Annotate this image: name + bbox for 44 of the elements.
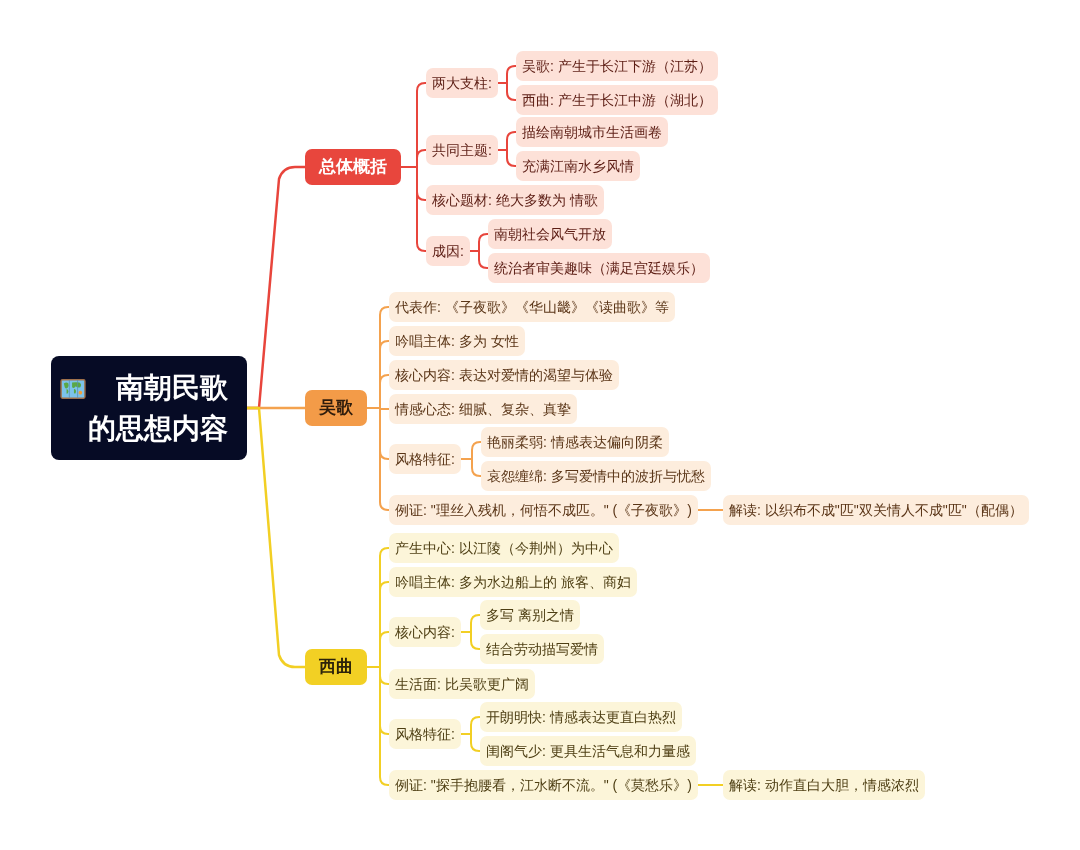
subtopic-box: 两大支柱: [426,68,498,98]
subtopic-box: 艳丽柔弱: 情感表达偏向阴柔 [481,427,669,457]
subtopic-box: 闺阁气少: 更具生活气息和力量感 [480,736,696,766]
subtopic-box: 开朗明快: 情感表达更直白热烈 [480,702,682,732]
subtopic-box: 核心内容: 表达对爱情的渴望与体验 [389,360,619,390]
subtopic-box: 多写 离别之情 [480,600,580,630]
subtopic-box: 描绘南朝城市生活画卷 [516,117,668,147]
central-topic-box [51,356,247,460]
subtopic-box: 哀怨缠绵: 多写爱情中的波折与忧愁 [481,461,711,491]
subtopic-box: 南朝社会风气开放 [488,219,612,249]
subtopic-box: 核心题材: 绝大多数为 情歌 [426,185,604,215]
subtopic-box: 解读: 以织布不成"匹"双关情人不成"匹"（配偶） [723,495,1029,525]
connector-line [460,733,481,752]
connector-line [497,82,517,101]
subtopic-box: 产生中心: 以江陵（今荆州）为中心 [389,533,619,563]
connector-line [497,149,517,167]
subtopic-box: 西曲: 产生于长江中游（湖北） [516,85,718,115]
subtopic-box: 风格特征: [389,444,461,474]
connector-line [469,250,489,269]
connector-line [247,406,305,669]
subtopic-box: 生活面: 比吴歌更广阔 [389,669,535,699]
connector-line [697,509,724,511]
connector-line [697,784,724,786]
main-topic-box: 西曲 [305,649,367,685]
subtopic-box: 情感心态: 细腻、复杂、真挚 [389,394,577,424]
subtopic-box: 共同主题: [426,135,498,165]
subtopic-box: 例证: "探手抱腰看，江水断不流。" (《莫愁乐》) [389,770,698,800]
subtopic-box: 结合劳动描写爱情 [480,634,604,664]
subtopic-box: 例证: "理丝入残机，何悟不成匹。" (《子夜歌》) [389,495,698,525]
subtopic-box: 代表作: 《子夜歌》《华山畿》《读曲歌》等 [389,292,675,322]
subtopic-box: 成因: [426,236,470,266]
subtopic-box: 吴歌: 产生于长江下游（江苏） [516,51,718,81]
subtopic-box: 充满江南水乡风情 [516,151,640,181]
subtopic-box: 解读: 动作直白大胆，情感浓烈 [723,770,925,800]
subtopic-box: 核心内容: [389,617,461,647]
subtopic-box: 风格特征: [389,719,461,749]
subtopic-box: 吟唱主体: 多为水边船上的 旅客、商妇 [389,567,637,597]
connector-line [460,631,481,650]
main-topic-box: 吴歌 [305,390,367,426]
subtopic-box: 统治者审美趣味（满足宫廷娱乐） [488,253,710,283]
main-topic-box: 总体概括 [305,149,401,185]
subtopic-box: 吟唱主体: 多为 女性 [389,326,525,356]
central-topic-text: 南朝民歌的思想内容 [88,371,229,446]
connector-line [460,458,482,477]
